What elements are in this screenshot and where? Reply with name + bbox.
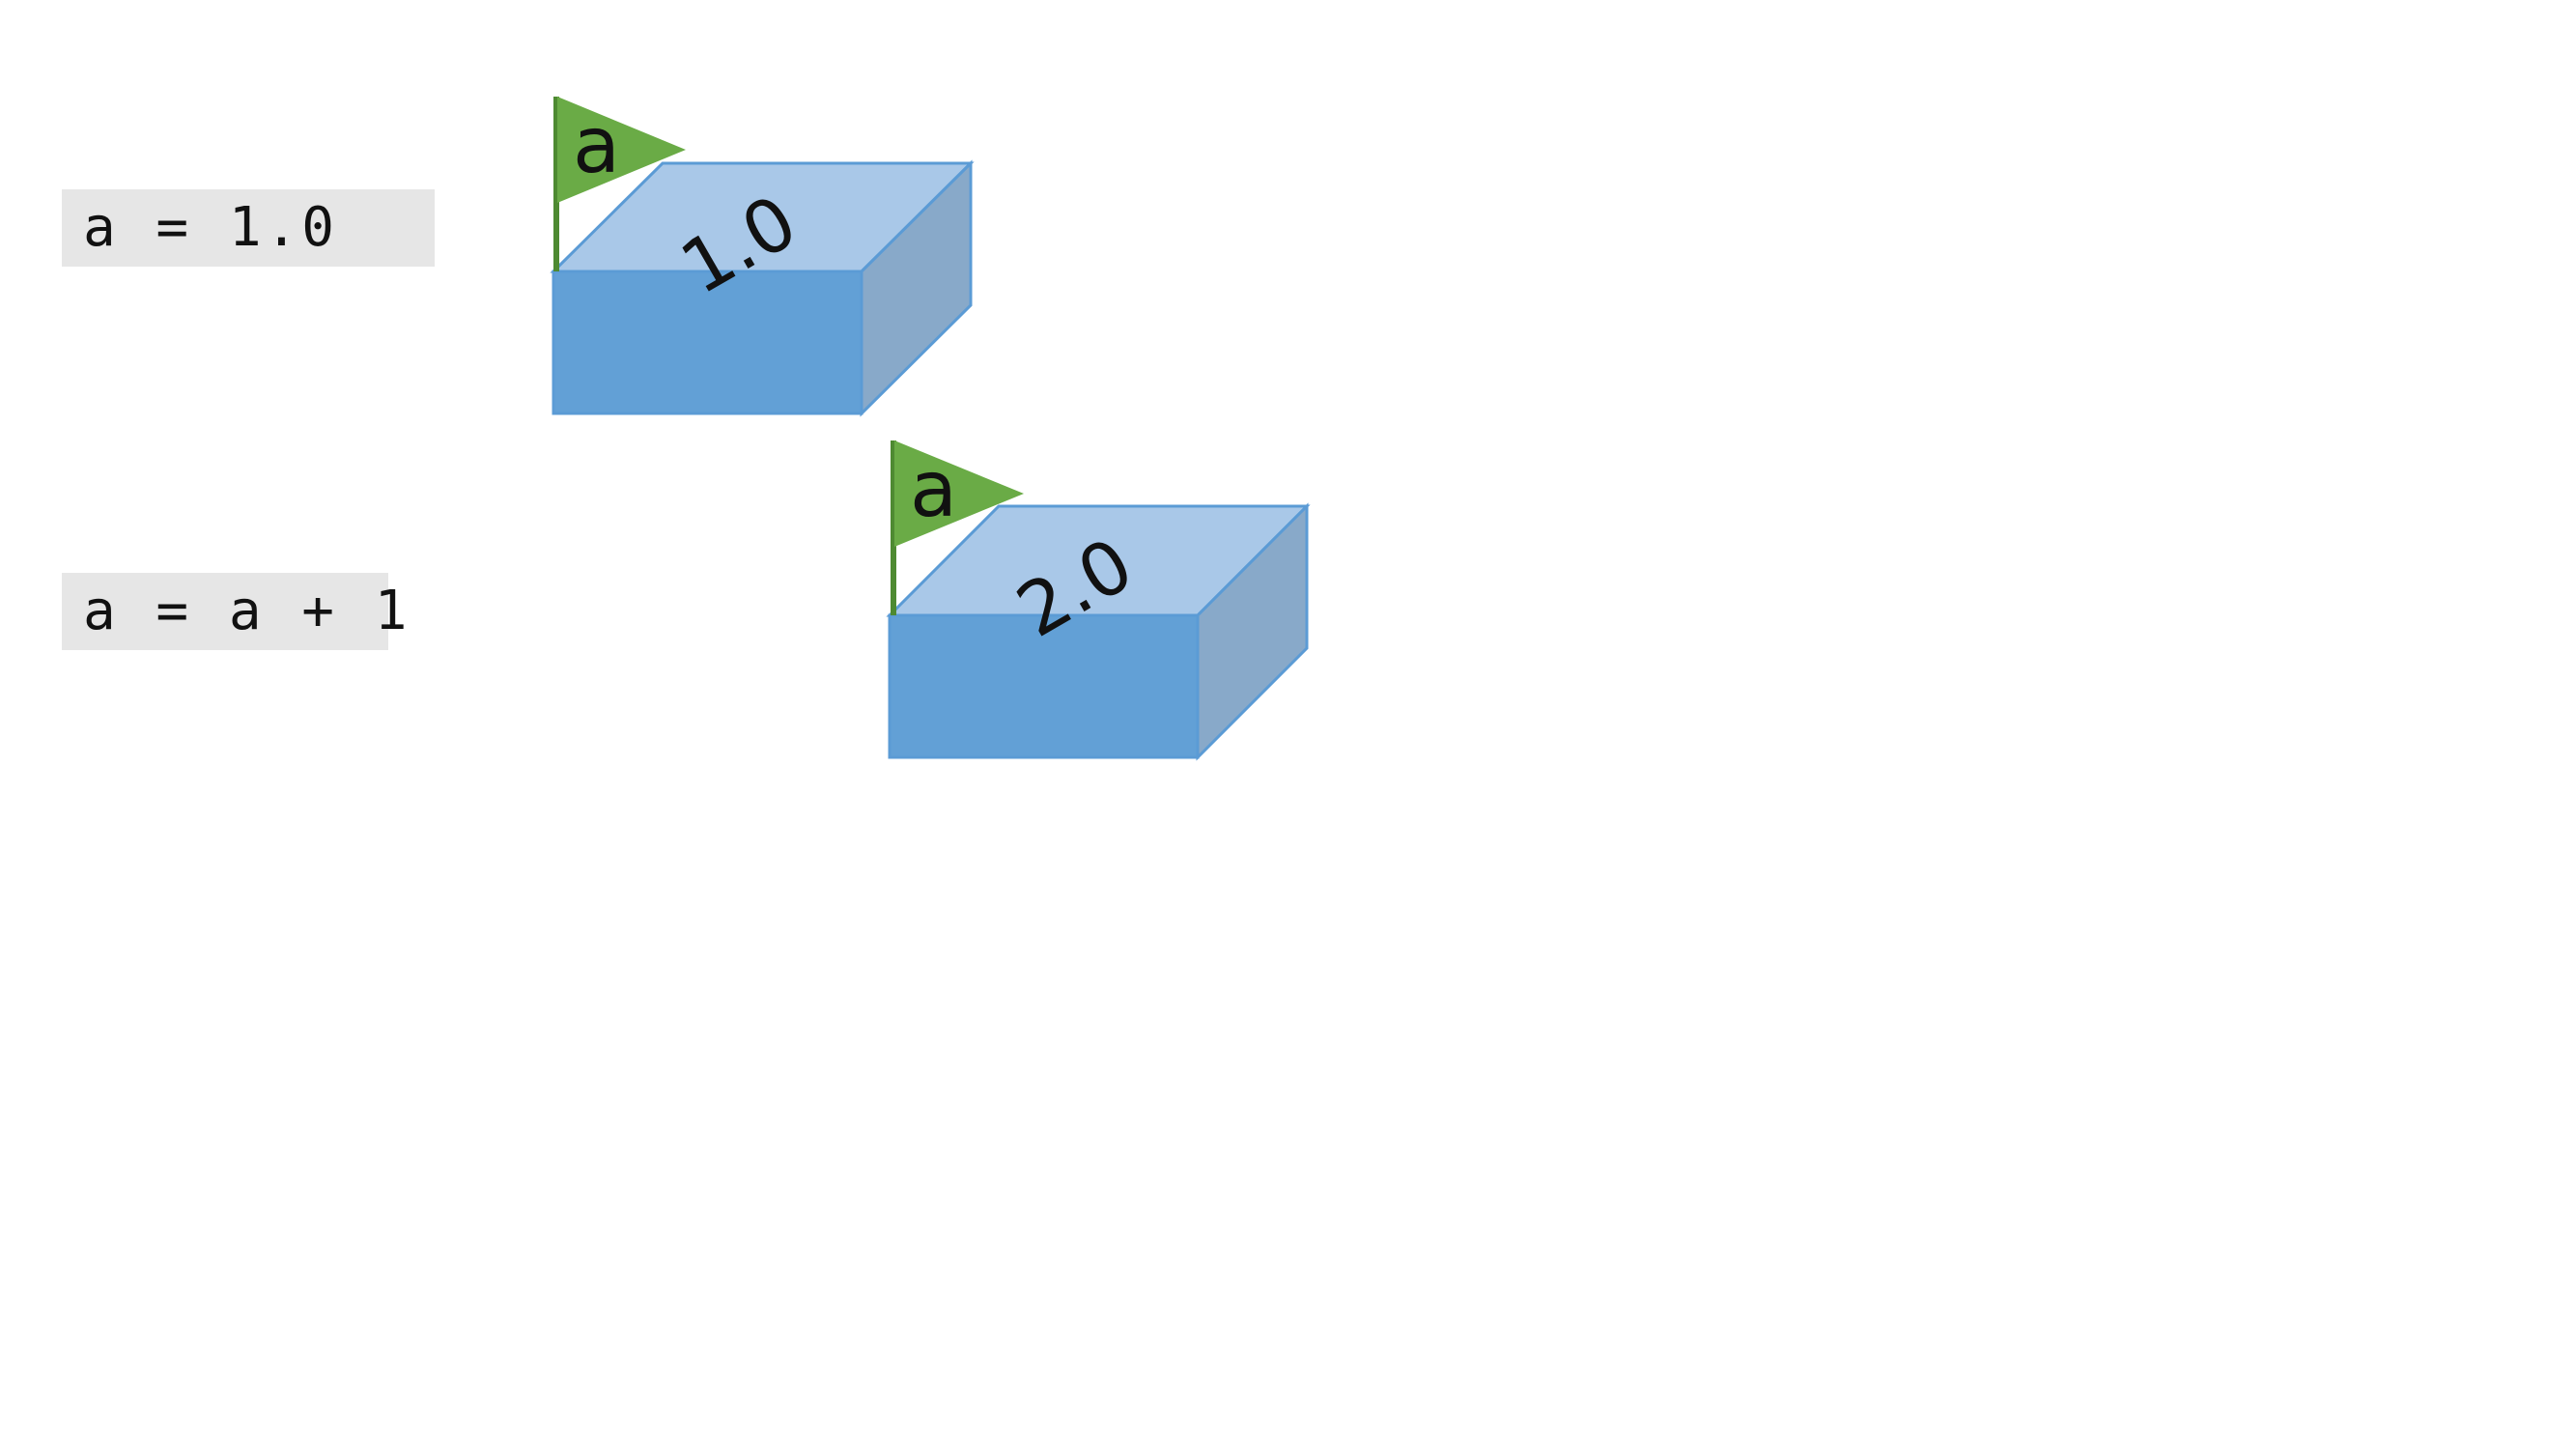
box-1-front-face	[552, 270, 863, 415]
flag-2-label: a	[910, 444, 957, 534]
flag-2-pennant	[894, 440, 1024, 547]
code-line-increment: a = a + 1	[62, 573, 407, 650]
code-line-assign: a = 1.0	[62, 189, 435, 267]
box-2-front-face	[888, 613, 1200, 759]
flag-2: a	[891, 440, 1024, 615]
value-box-2: 2.0	[886, 502, 1311, 761]
value-box-1: 1.0	[550, 159, 975, 417]
flag-1: a	[553, 97, 686, 271]
flag-1-label: a	[573, 100, 620, 190]
flag-1-pennant	[557, 97, 686, 203]
